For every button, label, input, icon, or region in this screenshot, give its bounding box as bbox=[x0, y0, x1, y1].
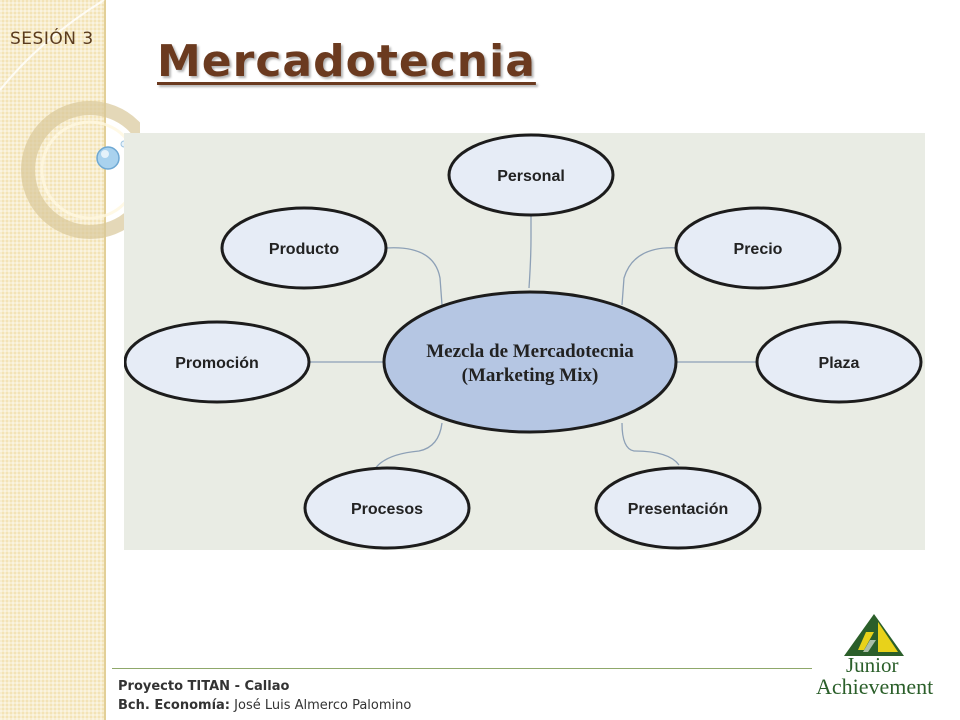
slide-title: Mercadotecnia bbox=[157, 36, 536, 87]
footer: Proyecto TITAN - Callao Bch. Economía: J… bbox=[118, 677, 411, 715]
footer-author: José Luis Almerco Palomino bbox=[234, 698, 412, 713]
node-producto: Producto bbox=[220, 206, 388, 290]
node-promocion: Promoción bbox=[124, 320, 311, 404]
node-procesos: Procesos bbox=[303, 466, 471, 550]
marketing-mix-diagram: Mezcla de Mercadotecnia (Marketing Mix) … bbox=[124, 133, 925, 550]
node-label-personal: Personal bbox=[497, 168, 565, 185]
node-label-procesos: Procesos bbox=[351, 501, 423, 518]
connector-producto bbox=[385, 247, 443, 306]
center-node bbox=[382, 290, 678, 434]
logo-word-achievement: Achievement bbox=[816, 674, 934, 699]
center-label-line2: (Marketing Mix) bbox=[462, 365, 599, 386]
logo-word-junior: Junior bbox=[846, 653, 899, 677]
footer-divider bbox=[112, 668, 812, 669]
connector-personal bbox=[528, 215, 532, 289]
node-personal: Personal bbox=[447, 133, 615, 217]
connector-procesos bbox=[370, 422, 443, 479]
connectors bbox=[310, 215, 757, 479]
node-label-promocion: Promoción bbox=[175, 355, 259, 372]
connector-precio bbox=[621, 247, 680, 306]
node-label-precio: Precio bbox=[734, 241, 783, 258]
footer-role: Bch. Economía: bbox=[118, 698, 231, 713]
connector-presentacion bbox=[621, 422, 680, 466]
node-precio: Precio bbox=[674, 206, 842, 290]
diagram-canvas: Mezcla de Mercadotecnia (Marketing Mix) … bbox=[124, 133, 923, 550]
node-presentacion: Presentación bbox=[594, 466, 762, 550]
node-label-presentacion: Presentación bbox=[628, 501, 728, 518]
node-label-producto: Producto bbox=[269, 241, 339, 258]
node-label-plaza: Plaza bbox=[819, 355, 860, 372]
junior-achievement-logo bbox=[844, 614, 904, 656]
decorative-rings bbox=[0, 0, 140, 239]
session-label: SESIÓN 3 bbox=[10, 29, 94, 49]
node-plaza: Plaza bbox=[755, 320, 923, 404]
footer-project: Proyecto TITAN - Callao bbox=[118, 679, 290, 694]
center-label-line1: Mezcla de Mercadotecnia bbox=[426, 341, 634, 362]
